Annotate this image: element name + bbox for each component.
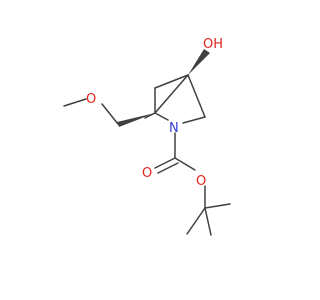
- bond-ch2-o: [101, 103, 119, 125]
- bond-cq-me3: [204, 207, 212, 236]
- atom-label-n: N: [169, 121, 179, 136]
- bond-c2-c3: [154, 74, 189, 114]
- bond-c3-c2-ring: [154, 74, 189, 89]
- atom-label-o-ester: O: [196, 174, 206, 189]
- atom-label-oh: OH: [203, 37, 223, 52]
- wedge-bond-ch2: [117, 113, 155, 127]
- bond-n-c1: [154, 112, 169, 121]
- atom-label-o-carbonyl: O: [142, 166, 152, 181]
- bond-cq-me1: [186, 207, 206, 235]
- bond-cq-me2: [204, 203, 231, 209]
- molecule-canvas: OH N O O O: [63, 37, 231, 236]
- atom-label-o-methoxy: O: [86, 92, 96, 107]
- bond-c-o-double-a: [154, 157, 176, 169]
- bond-c-o-double-b: [157, 162, 179, 174]
- bond-c4-n: [182, 116, 206, 124]
- bond-c2-c1: [144, 112, 156, 119]
- bond-c3-c4: [187, 74, 206, 118]
- structure-diagram: OH N O O O: [63, 37, 231, 236]
- bond-o-me: [63, 98, 87, 107]
- wedge-bond-oh: [188, 49, 210, 75]
- bond-c-o-ester: [174, 157, 196, 171]
